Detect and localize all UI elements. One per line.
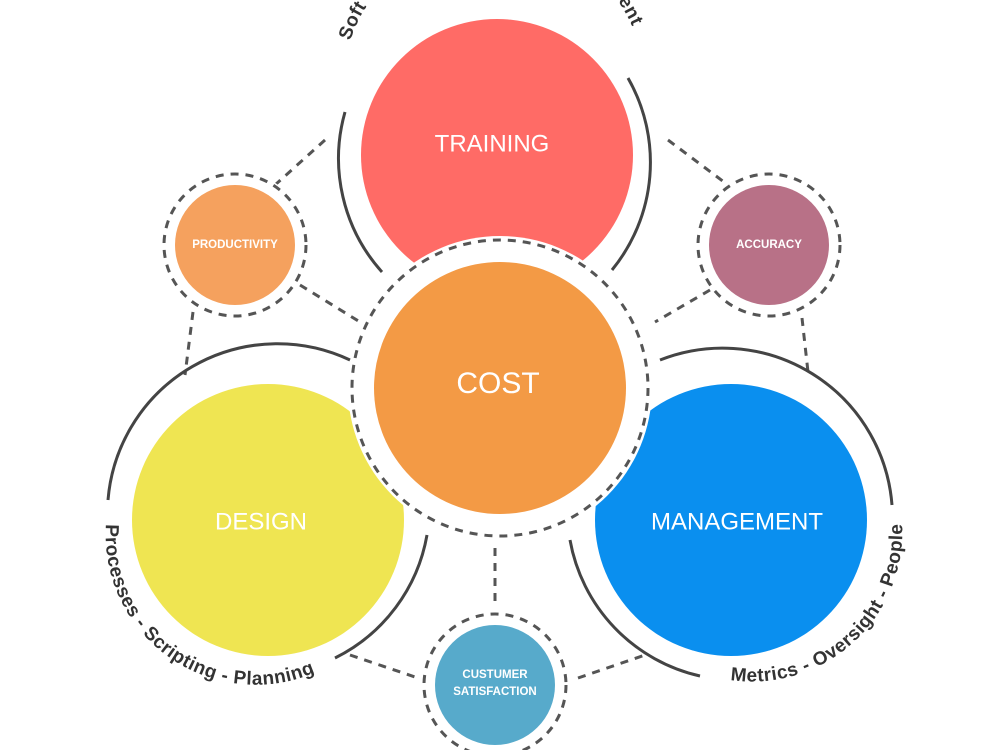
customer-circle[interactable]: [435, 625, 555, 745]
connector-training-accuracy: [667, 138, 729, 187]
productivity-dashed-ring: [162, 172, 308, 318]
productivity-label: PRODUCTIVITY: [192, 239, 278, 251]
productivity-circle[interactable]: [175, 185, 295, 305]
management-label: MANAGEMENT: [651, 508, 823, 535]
training-circle[interactable]: [361, 19, 633, 291]
management-circle[interactable]: [595, 384, 867, 656]
cost-circle[interactable]: [374, 262, 626, 514]
connector-design-customer: [349, 653, 419, 680]
training-ring-right: [610, 77, 652, 271]
design-label: DESIGN: [215, 508, 307, 535]
management-ring-lower: [568, 539, 701, 678]
connector-lines: [183, 138, 810, 680]
connector-training-productivity: [273, 138, 327, 187]
connector-management-customer: [577, 653, 646, 680]
connector-productivity-cost: [299, 283, 361, 324]
accuracy-dashed-ring: [696, 172, 842, 318]
training-ring: [337, 111, 384, 274]
customer-dashed-ring: [422, 612, 568, 750]
management-ring: [659, 346, 894, 506]
design-ring: [106, 342, 351, 501]
cost-label: COST: [456, 367, 539, 400]
design-circle[interactable]: [132, 384, 404, 656]
training-label: TRAINING: [435, 130, 550, 157]
cost-dashed-ring: [350, 238, 650, 538]
customer-label-line2: SATISFACTION: [453, 686, 536, 698]
design-ring-lower: [334, 534, 429, 660]
accuracy-label: ACCURACY: [736, 239, 802, 251]
connector-accuracy-management: [800, 317, 810, 373]
accuracy-circle[interactable]: [709, 185, 829, 305]
customer-label-line1: CUSTUMER: [462, 669, 528, 681]
connector-accuracy-cost: [654, 288, 711, 324]
main-node-rings: [106, 77, 894, 678]
connector-productivity-design: [183, 311, 195, 376]
